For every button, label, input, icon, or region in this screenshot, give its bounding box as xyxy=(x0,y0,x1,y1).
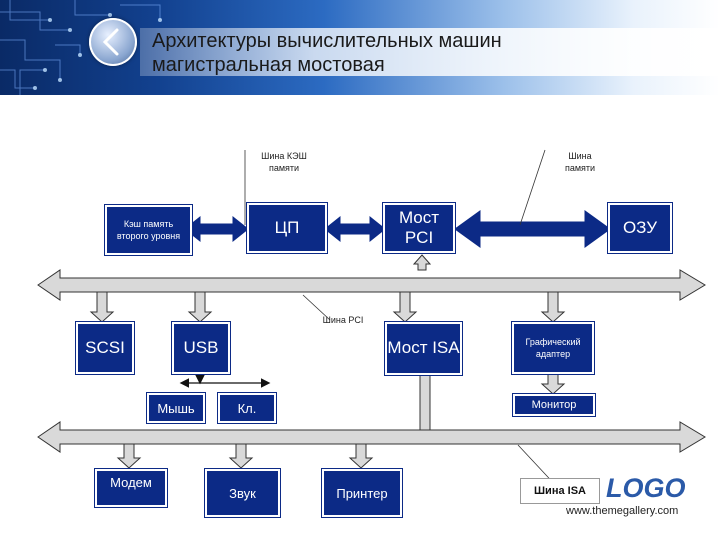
pci-bus-leader xyxy=(302,294,331,321)
chevron-left-icon xyxy=(102,28,119,56)
pci-bridge-block: Мост PCI xyxy=(382,202,456,254)
title-line-2: магистральная мостовая xyxy=(152,54,385,76)
pci-bus xyxy=(37,269,706,301)
pci-usb-link xyxy=(187,291,213,323)
scsi-block: SCSI xyxy=(75,321,135,375)
logo: LOGO xyxy=(606,473,686,503)
memory-bus-label: Шина памяти xyxy=(564,151,596,174)
sound-block: Звук xyxy=(204,468,281,518)
mouse-block: Мышь xyxy=(146,392,206,424)
bridge-pci-link xyxy=(412,254,432,271)
cache-bus-label: Шина КЭШ памяти xyxy=(261,151,307,174)
printer-block: Принтер xyxy=(321,468,403,518)
monitor-block: Монитор xyxy=(512,393,596,417)
keyboard-block: Кл. xyxy=(217,392,277,424)
cpu-bridge-arrow xyxy=(324,215,386,243)
usb-block: USB xyxy=(171,321,231,375)
graphics-adapter-block: Графический адаптер xyxy=(511,321,595,375)
isa-sound-link xyxy=(228,443,254,469)
cache-bus-arrow xyxy=(184,215,249,243)
memory-bus-leader xyxy=(519,149,546,226)
isa-bridge-block: Мост ISA xyxy=(384,321,463,376)
cpu-block: ЦП xyxy=(246,202,328,254)
title-bar xyxy=(140,28,720,76)
title-line-1: Архитектуры вычислительных машин xyxy=(152,30,502,52)
ram-block: ОЗУ xyxy=(607,202,673,254)
modem-block: Модем xyxy=(94,468,168,508)
logo-url: www.themegallery.com xyxy=(566,505,679,517)
memory-bus-arrow xyxy=(454,210,611,248)
isa-bus xyxy=(37,421,706,453)
pci-graphics-link xyxy=(540,291,566,323)
cache-l2-block: Кэш память второго уровня xyxy=(104,204,193,256)
isabridge-isa-link xyxy=(419,374,431,431)
circuit-pattern xyxy=(0,0,162,95)
graphics-monitor-link xyxy=(540,373,566,395)
pci-isabridge-link xyxy=(392,291,418,323)
isa-modem-link xyxy=(116,443,142,469)
back-button[interactable] xyxy=(89,18,137,66)
isa-bus-label: Шина ISA xyxy=(520,478,600,504)
isa-printer-link xyxy=(348,443,374,469)
pci-bus-label: Шина PCI xyxy=(322,315,364,325)
pci-scsi-link xyxy=(89,291,115,323)
